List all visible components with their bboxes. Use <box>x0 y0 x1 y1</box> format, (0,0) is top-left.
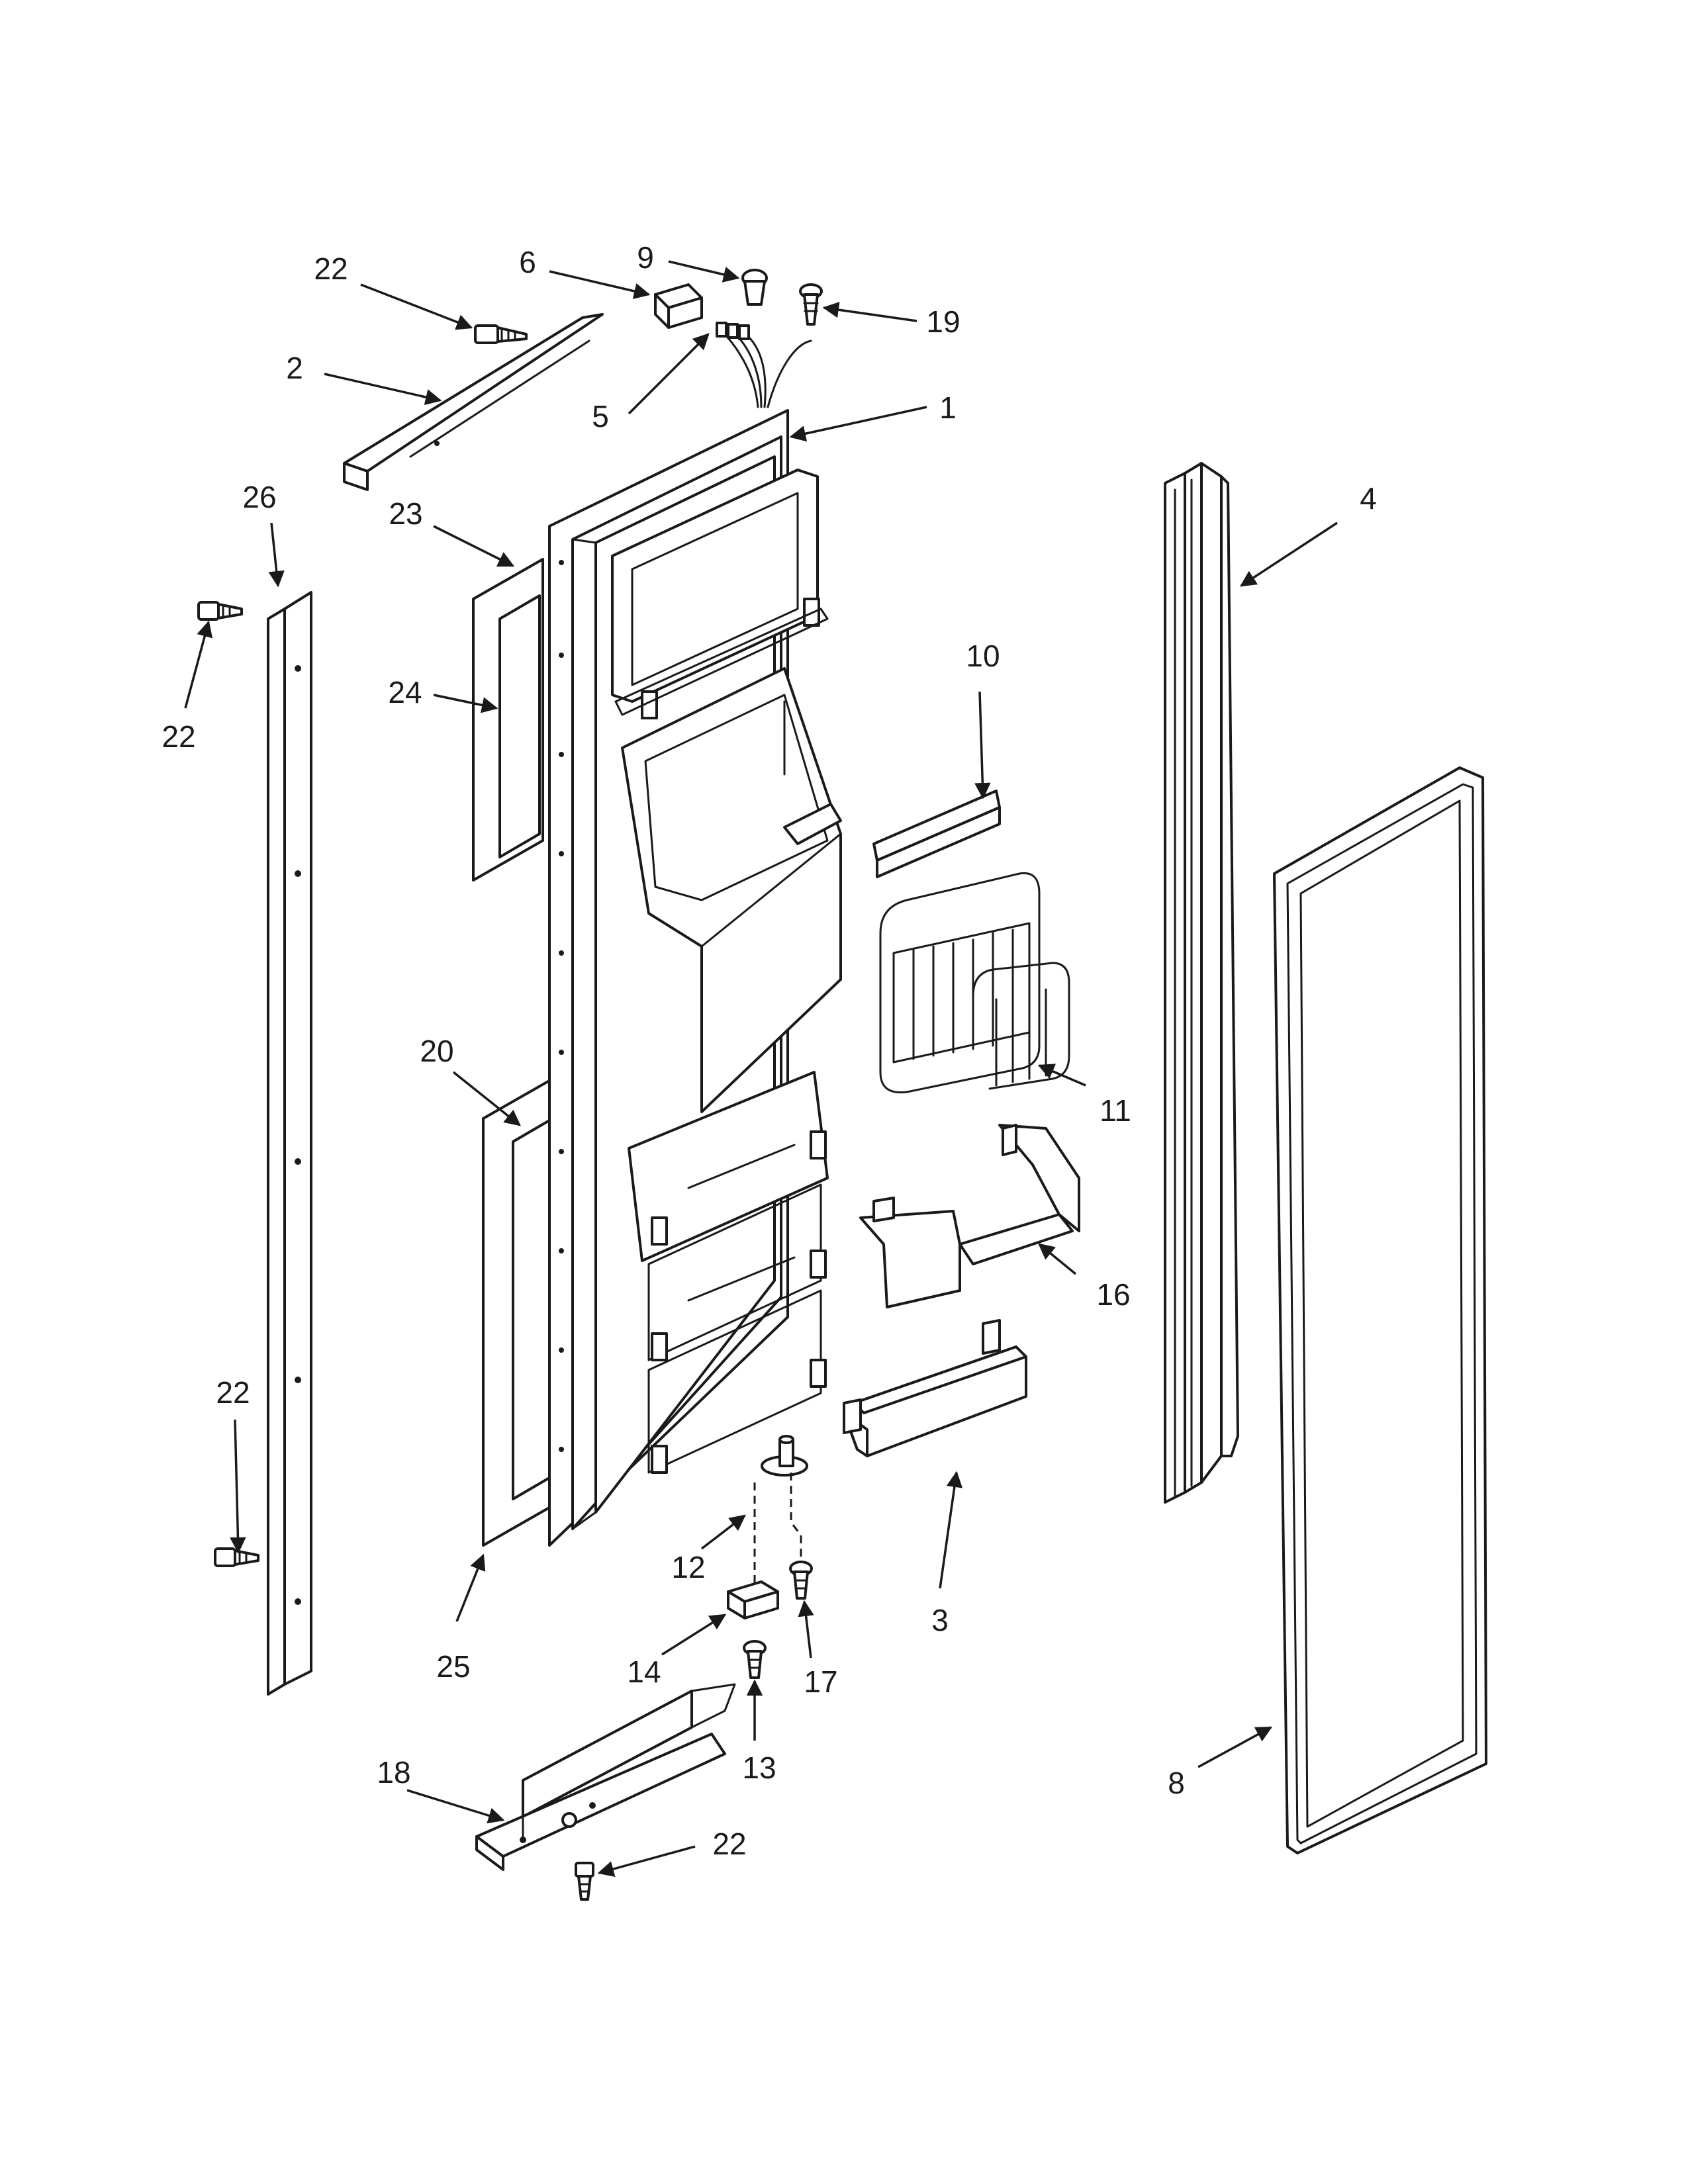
screw-left-lower <box>214 1547 259 1567</box>
callout-12: 12 <box>671 1550 705 1584</box>
callout-23: 23 <box>389 496 422 531</box>
callout-26: 26 <box>242 480 276 514</box>
left-hinge-strip <box>267 591 312 1696</box>
callout-3: 3 <box>931 1603 949 1637</box>
callout-22: 22 <box>162 719 195 754</box>
hinge-pin-bracket <box>761 1435 808 1477</box>
leader-lines <box>184 260 1338 1877</box>
callout-19: 19 <box>926 304 960 339</box>
callout-22: 22 <box>216 1375 250 1410</box>
callout-9: 9 <box>637 240 654 275</box>
shelf-strip <box>872 790 1001 878</box>
screw-top <box>474 324 528 344</box>
screw-bottom <box>575 1862 594 1901</box>
callout-20: 20 <box>420 1034 453 1068</box>
callout-14: 14 <box>627 1655 661 1689</box>
callout-18: 18 <box>377 1755 410 1790</box>
callout-11: 11 <box>1100 1093 1131 1128</box>
wire-basket <box>879 872 1070 1094</box>
screw-left-upper <box>197 601 243 621</box>
callout-6: 6 <box>519 245 536 279</box>
callout-22: 22 <box>314 251 348 286</box>
callout-25: 25 <box>436 1649 470 1684</box>
callout-10: 10 <box>966 639 1000 673</box>
upper-panel <box>472 558 544 882</box>
hinge-block <box>727 1580 779 1619</box>
lower-panel <box>482 1077 554 1547</box>
plug-cap <box>741 269 768 306</box>
callout-4: 4 <box>1360 481 1377 516</box>
side-trim-strip <box>1164 462 1239 1504</box>
callout-1: 1 <box>939 390 957 425</box>
door-liner <box>548 409 842 1547</box>
door-gasket <box>1273 766 1487 1854</box>
callout-2: 2 <box>286 351 303 385</box>
bottom-hinge-bracket <box>475 1683 736 1871</box>
connector-block <box>654 283 703 329</box>
callout-labels: 22 2 6 9 19 5 1 26 22 23 24 10 4 20 11 1… <box>162 240 1376 1861</box>
callout-24: 24 <box>388 675 422 709</box>
callout-13: 13 <box>742 1751 776 1785</box>
door-bin <box>843 1319 1027 1457</box>
screw-19 <box>799 283 823 326</box>
alignment-line <box>790 1473 802 1559</box>
dispenser-bin <box>859 1124 1080 1308</box>
top-trim-bracket <box>343 313 604 491</box>
callout-17: 17 <box>804 1664 837 1699</box>
callout-8: 8 <box>1168 1766 1185 1800</box>
screw-17 <box>789 1561 813 1600</box>
callout-16: 16 <box>1096 1277 1130 1312</box>
callout-22: 22 <box>712 1827 746 1861</box>
callout-5: 5 <box>592 399 609 433</box>
wire-harness <box>716 322 812 408</box>
screw-13 <box>743 1640 767 1679</box>
